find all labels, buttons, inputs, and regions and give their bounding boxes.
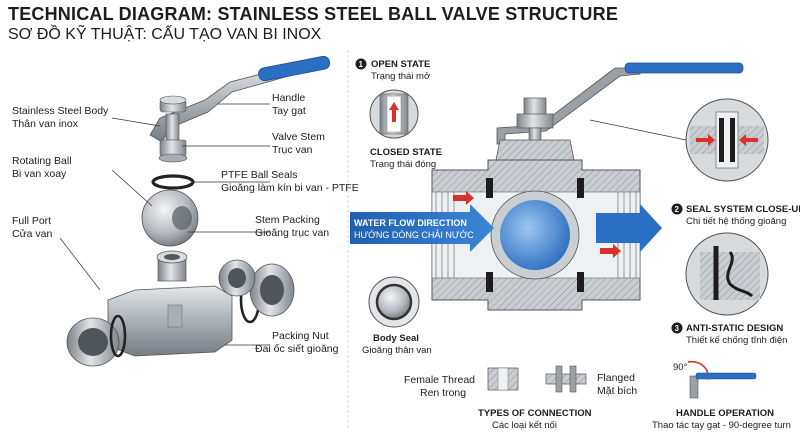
anti-static-subtitle: Thiết kế chống tĩnh điện: [686, 335, 787, 346]
page-subtitle: SƠ ĐỒ KỸ THUẬT: CẤU TẠO VAN BI INOX: [8, 26, 322, 43]
seal-closeup-callout: [685, 98, 769, 182]
label-stem-vi: Trục van: [272, 144, 313, 156]
body-seal-title: Body Seal: [373, 333, 419, 344]
valve-cross-section: [431, 62, 744, 311]
flow-direction-vi: HƯỚNG DÒNG CHẢI NƯỚC: [354, 229, 474, 240]
closed-state-title: CLOSED STATE: [370, 147, 442, 158]
female-thread-vi: Ren trong: [420, 387, 466, 399]
stem-part: [158, 113, 188, 163]
flanged-icon: [545, 365, 587, 393]
open-state-subtitle: Trạng thái mở: [371, 71, 430, 82]
left-end-ring: [66, 314, 127, 367]
female-thread-en: Female Thread: [404, 374, 475, 386]
label-fullport-en: Full Port: [12, 215, 51, 227]
exploded-view: Handle Tay gạt Stainless Steel Body Thân…: [12, 55, 359, 367]
seal-closeup-subtitle: Chi tiết hệ thống gioăng: [686, 216, 786, 227]
handle-operation-subtitle: Thao tác tay gạt - 90-degree turn: [652, 420, 791, 431]
handle-angle: 90°: [673, 362, 688, 373]
label-packingnut-vi: Đai ốc siết gioăng: [255, 343, 339, 355]
right-union-nuts: [218, 259, 295, 324]
anti-static-callout: [685, 232, 769, 316]
label-body-en: Stainless Steel Body: [12, 105, 109, 117]
label-packingnut-en: Packing Nut: [272, 330, 329, 342]
label-packing-en: Stem Packing: [255, 214, 320, 226]
label-handle-vi: Tay gạt: [272, 105, 306, 117]
closed-state-subtitle: Trạng thái đóng: [370, 159, 436, 170]
connection-types-title: TYPES OF CONNECTION: [478, 408, 592, 419]
flow-direction-en: WATER FLOW DIRECTION: [354, 218, 467, 228]
flanged-en: Flanged: [597, 372, 635, 384]
handle-operation-diagram: 90° HANDLE OPERATION Thao tác tay gạt - …: [652, 360, 791, 431]
ptfe-seal-ring: [151, 174, 195, 190]
open-state-title: OPEN STATE: [371, 59, 430, 70]
connection-types-subtitle: Các loại kết nối: [492, 420, 557, 431]
label-ptfe-en: PTFE Ball Seals: [221, 169, 297, 181]
label-ball-vi: Bi van xoay: [12, 168, 67, 180]
label-handle-en: Handle: [272, 92, 305, 104]
seal-closeup-title: SEAL SYSTEM CLOSE-UP: [686, 204, 800, 215]
connection-types: Female Thread Ren trong Flanged Mặt bích…: [404, 365, 637, 431]
label-body-vi: Thân van inox: [12, 118, 79, 130]
seal-closeup-number: 2: [675, 205, 680, 214]
valve-body-part: [107, 250, 233, 357]
label-ptfe-vi: Gioăng làm kín bi van - PTFE: [221, 182, 359, 194]
label-packing-vi: Gioăng trục van: [255, 227, 329, 239]
label-stem-en: Valve Stem: [272, 131, 325, 143]
anti-static-number: 3: [675, 324, 680, 333]
water-flow-arrow-right: [596, 204, 662, 252]
flanged-vi: Mặt bích: [597, 385, 637, 397]
label-fullport-vi: Cửa van: [12, 228, 52, 240]
anti-static-title: ANTI-STATIC DESIGN: [686, 323, 783, 334]
open-state-number: 1: [359, 60, 364, 69]
handle-operation-title: HANDLE OPERATION: [676, 408, 774, 419]
page-title: TECHNICAL DIAGRAM: STAINLESS STEEL BALL …: [8, 4, 619, 24]
water-flow-arrow-left: [350, 204, 494, 252]
body-seal-subtitle: Gioăng thân van: [362, 345, 432, 356]
rotating-ball-part: [141, 189, 199, 247]
label-ball-en: Rotating Ball: [12, 155, 72, 167]
state-indicators: 1 OPEN STATE Trạng thái mở CLOSED STATE …: [355, 58, 442, 356]
